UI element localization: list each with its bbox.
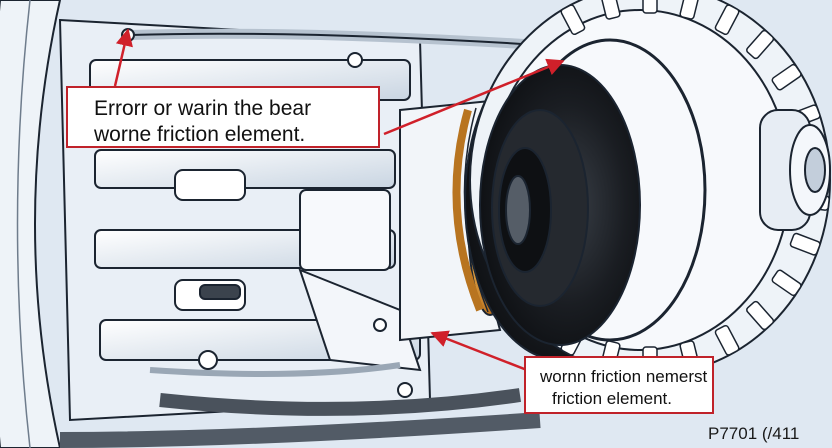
callout-top-line2: worne friction element. [94, 123, 306, 146]
callout-bottom: wornn friction nemerst friction element. [524, 356, 714, 414]
arrow-top-right [383, 58, 565, 136]
arrow-bottom-left [430, 330, 533, 374]
wheel-tooth [714, 324, 740, 356]
arrow-top-up [113, 28, 133, 87]
wheel-tooth [642, 0, 658, 14]
callout-bottom-line2: friction element. [552, 389, 672, 408]
wheel-tooth [746, 29, 775, 60]
rods [59, 28, 541, 448]
wheel-tooth [771, 63, 802, 91]
wheel-tooth [771, 269, 802, 297]
wheel-tooth [600, 0, 621, 20]
callout-bottom-line1: wornn friction nemerst [540, 367, 708, 386]
callout-top: Errorr or warin the bear worne friction … [66, 86, 380, 148]
right-hub [759, 109, 831, 231]
wheel-tooth [789, 232, 821, 256]
wheel-tooth [679, 0, 700, 20]
wheel-tooth [714, 4, 740, 36]
wheel-tooth [560, 4, 586, 36]
part-code-label: P7701 (/411 [708, 424, 800, 443]
left-housing-ring [0, 0, 62, 448]
wheel-tooth [746, 300, 775, 331]
callout-top-line1: Errorr or warin the bear [94, 97, 312, 120]
